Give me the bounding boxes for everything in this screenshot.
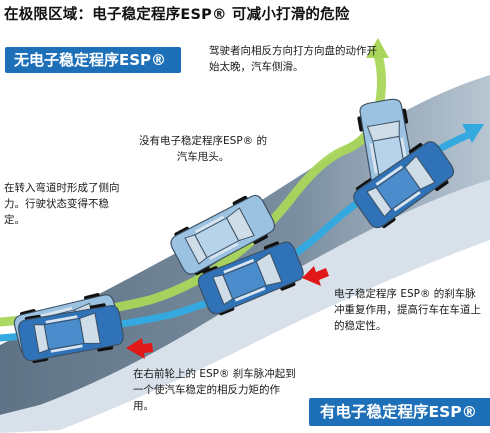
- without-esp-banner: 无电子稳定程序ESP®: [5, 47, 181, 73]
- esp-brake-pulse-caption: 电子稳定程序 ESP® 的刹车脉冲重复作用，提高行车在车道上的稳定性。: [334, 288, 481, 332]
- green-path-arrow-icon: [366, 38, 389, 58]
- car-esp-middle: [197, 241, 304, 316]
- driver-reaction-caption: 驾驶者向相反方向打方向盘的动作开始太晚，汽车侧滑。: [209, 45, 377, 73]
- road-surface-lower: [0, 180, 490, 433]
- front-wheel-pulse-caption: 在右前轮上的 ESP® 刹车脉冲起到一个使汽车稳定的相反力矩的作用。: [133, 368, 296, 412]
- lateral-force-caption: 在转入弯道时形成了侧向力。行驶状态变得不稳定。: [4, 182, 120, 226]
- no-esp-skid-caption: 没有电子稳定程序ESP® 的汽车甩头。: [139, 135, 267, 163]
- car-esp-upper: [353, 141, 455, 229]
- with-esp-banner: 有电子稳定程序ESP®: [309, 398, 490, 426]
- blue-path-arrow-icon: [462, 124, 484, 143]
- car-no-esp-middle: [170, 194, 275, 276]
- red-brake-arrow-icon: [302, 266, 329, 286]
- page-title: 在极限区域：电子稳定程序ESP® 可减小打滑的危险: [4, 7, 350, 23]
- car-esp-start: [18, 303, 124, 364]
- red-brake-arrow-icon: [126, 338, 153, 359]
